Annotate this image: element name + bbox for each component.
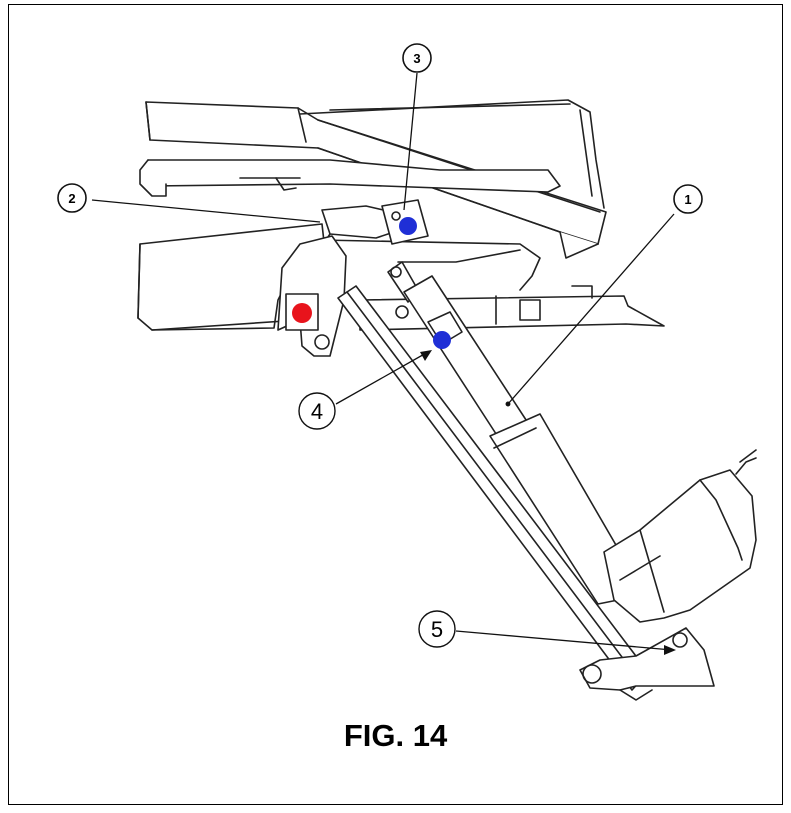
callout-1-label: 1 — [684, 192, 691, 207]
middle-tray — [139, 159, 561, 197]
callout-3: 3 — [402, 43, 432, 73]
callout-2: 2 — [57, 183, 87, 213]
motor-housing — [603, 449, 757, 623]
callout-1: 1 — [673, 184, 703, 214]
figure-caption: FIG. 14 — [343, 718, 448, 753]
arrowhead-4 — [420, 350, 432, 361]
leader-line-4 — [335, 351, 429, 405]
leader-line-1 — [507, 213, 675, 405]
callout-2-label: 2 — [68, 191, 75, 206]
leader-line-5 — [455, 630, 673, 651]
blue-marker-4 — [433, 331, 451, 349]
figure-frame — [8, 4, 783, 805]
arrowhead-5 — [664, 645, 676, 655]
callout-5-label: 5 — [431, 617, 443, 642]
foot-bracket — [579, 627, 715, 701]
blue-marker-3 — [399, 217, 417, 235]
red-marker — [292, 303, 312, 323]
long-strut — [337, 285, 649, 691]
leader-line-3 — [403, 72, 418, 211]
upper-flap — [145, 99, 607, 259]
callout-5: 5 — [418, 610, 456, 648]
callout-3-label: 3 — [413, 51, 420, 66]
leader-line-2 — [91, 199, 321, 223]
callout-4-label: 4 — [311, 399, 323, 424]
lower-seat — [137, 205, 541, 331]
callout-4: 4 — [298, 392, 336, 430]
